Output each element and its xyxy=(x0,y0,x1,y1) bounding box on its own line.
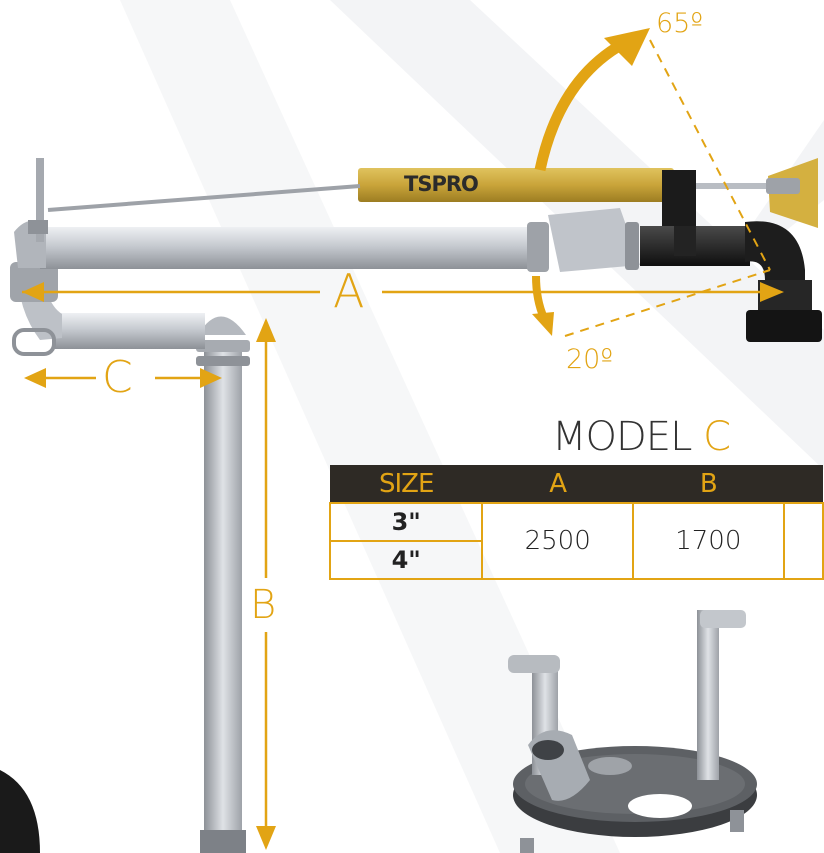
dimension-c-label: C xyxy=(102,352,133,403)
header-b: B xyxy=(632,465,784,503)
down-angle-label: 20º xyxy=(566,344,614,375)
extra-cell xyxy=(782,502,824,580)
spec-table: SIZE A B 3" 2500 1700 4" xyxy=(328,465,824,580)
up-angle-label: 65º xyxy=(656,8,704,39)
model-prefix: MODEL xyxy=(552,414,692,460)
table-row: 3" 2500 1700 xyxy=(328,502,824,580)
header-size: SIZE xyxy=(330,465,483,503)
header-extra xyxy=(783,465,823,503)
table-header-row: SIZE A B xyxy=(330,465,823,503)
dimension-a-label: A xyxy=(333,264,365,318)
size-cell: 3" xyxy=(328,502,484,542)
model-title: MODEL C xyxy=(552,414,731,460)
model-letter: C xyxy=(703,414,731,460)
size-cell: 4" xyxy=(328,540,484,580)
header-a: A xyxy=(482,465,633,503)
table-row: 4" xyxy=(328,540,823,580)
dimension-b-label: B xyxy=(250,582,277,628)
a-value-cell: 2500 xyxy=(481,502,634,580)
brand-logo: TSPRO xyxy=(404,172,479,196)
b-value-cell: 1700 xyxy=(631,502,785,580)
